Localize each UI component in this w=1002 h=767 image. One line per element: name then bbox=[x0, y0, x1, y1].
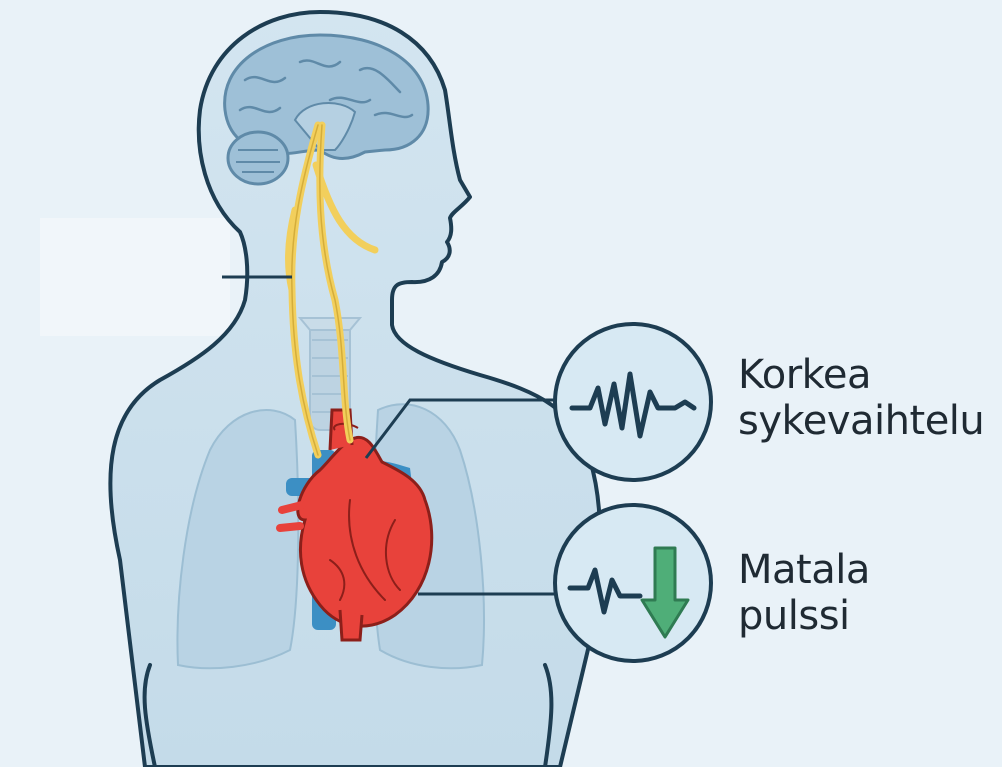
heart-rate-variability-waveform-icon bbox=[555, 324, 711, 480]
low-pulse-waveform-down-arrow-icon bbox=[555, 505, 711, 661]
hrv-label: Korkea sykevaihtelu bbox=[738, 352, 984, 444]
blank-label-box bbox=[40, 218, 230, 336]
pulse-label-line1: Matala bbox=[738, 547, 870, 593]
pulse-label: Matala pulssi bbox=[738, 547, 870, 639]
pulse-label-line2: pulssi bbox=[738, 593, 870, 639]
hrv-label-line1: Korkea bbox=[738, 352, 984, 398]
hrv-label-line2: sykevaihtelu bbox=[738, 398, 984, 444]
